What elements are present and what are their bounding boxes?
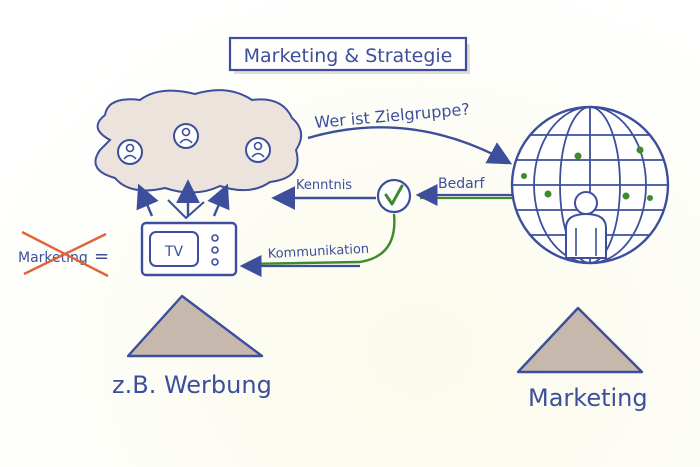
audience-cloud-icon (94, 89, 303, 194)
check-mark-icon (376, 178, 412, 214)
label-marketing: Marketing (528, 384, 648, 412)
label-kommunikation: Kommunikation (267, 242, 369, 262)
person-icon (117, 139, 143, 165)
triangle-icon (516, 306, 644, 374)
target-group-arrow: Wer ist Zielgruppe? (307, 99, 513, 165)
person-icon (245, 137, 271, 163)
need-arrow: Bedarf (415, 176, 512, 206)
label-marketing-struck: Marketing (18, 250, 88, 266)
equals-sign: = (94, 246, 109, 267)
title-box: Marketing & Strategie (228, 36, 470, 74)
struck-marketing: Marketing = (18, 230, 109, 278)
label-werbung: z.B. Werbung (112, 371, 272, 399)
label-bedarf: Bedarf (438, 176, 485, 192)
person-icon (173, 123, 199, 149)
awareness-arrow: Kenntnis (271, 178, 376, 210)
title-text: Marketing & Strategie (244, 45, 453, 67)
person-icon (565, 191, 607, 259)
label-kenntnis: Kenntnis (296, 178, 352, 193)
tv-to-audience-arrows (136, 179, 230, 220)
tv-label: TV (164, 244, 184, 260)
triangle-icon (126, 294, 264, 358)
communication-arrow: Kommunikation (239, 213, 396, 277)
television-icon: TV (140, 221, 238, 277)
globe-icon (510, 105, 670, 265)
